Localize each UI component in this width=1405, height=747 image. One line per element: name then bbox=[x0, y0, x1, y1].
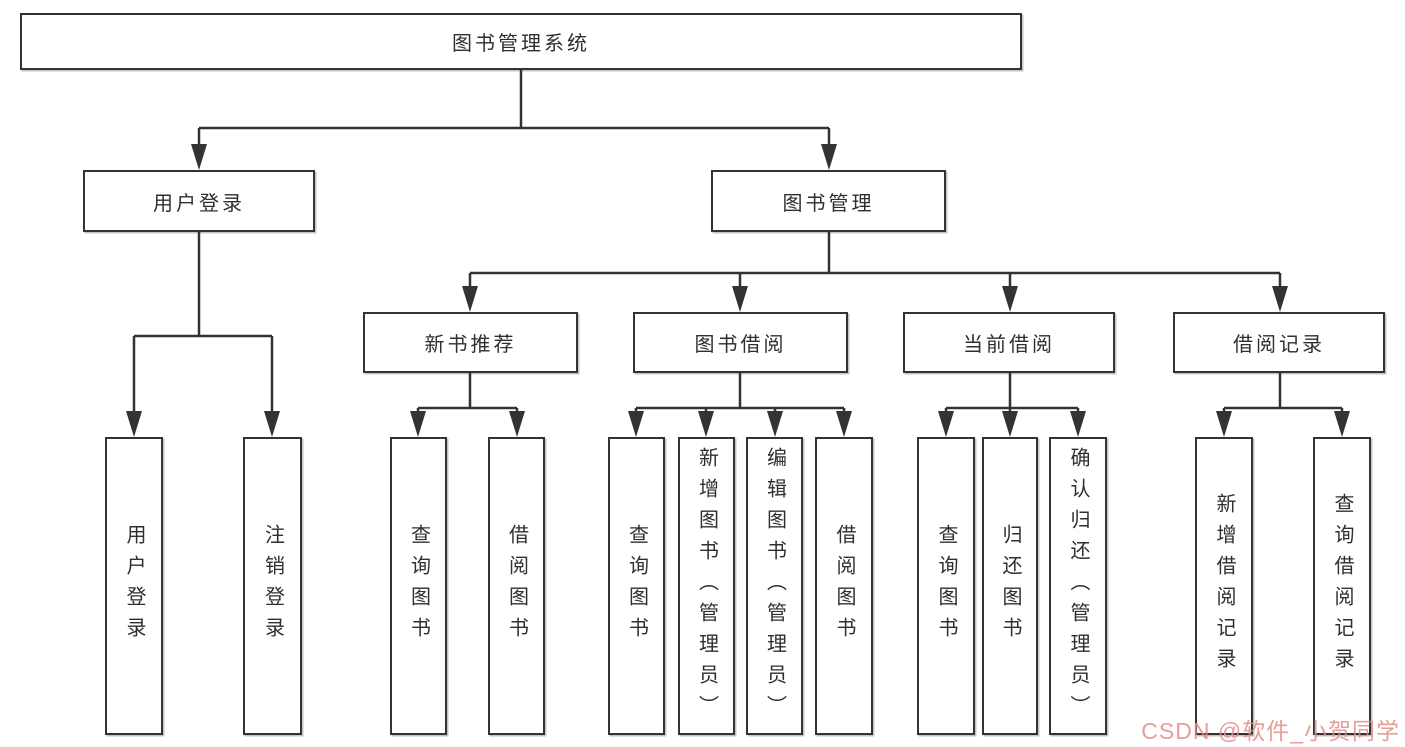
leaf-edit-book-admin: 编辑图书（管理员） bbox=[746, 437, 803, 735]
node-new-book-recommend: 新书推荐 bbox=[363, 312, 578, 373]
node-book-borrowing: 图书借阅 bbox=[633, 312, 848, 373]
leaf-borrow-books-1: 借阅图书 bbox=[488, 437, 545, 735]
leaf-borrow-books-2: 借阅图书 bbox=[815, 437, 873, 735]
connector-lines bbox=[132, 70, 1344, 414]
leaf-add-borrow-record: 新增借阅记录 bbox=[1195, 437, 1253, 735]
node-user-login: 用户登录 bbox=[83, 170, 315, 232]
leaf-query-borrow-record: 查询借阅记录 bbox=[1313, 437, 1371, 735]
leaf-query-books-2: 查询图书 bbox=[608, 437, 665, 735]
leaf-add-book-admin: 新增图书（管理员） bbox=[678, 437, 735, 735]
node-book-management: 图书管理 bbox=[711, 170, 946, 232]
connector-arrowheads bbox=[126, 144, 1350, 437]
leaf-user-login: 用户登录 bbox=[105, 437, 163, 735]
csdn-watermark: CSDN @软件_小贺同学 bbox=[1141, 718, 1400, 744]
leaf-query-books-1: 查询图书 bbox=[390, 437, 447, 735]
node-borrow-records: 借阅记录 bbox=[1173, 312, 1385, 373]
leaf-logout: 注销登录 bbox=[243, 437, 302, 735]
leaf-query-books-3: 查询图书 bbox=[917, 437, 975, 735]
node-current-borrowing: 当前借阅 bbox=[903, 312, 1115, 373]
leaf-return-book: 归还图书 bbox=[982, 437, 1038, 735]
leaf-confirm-return-admin: 确认归还（管理员） bbox=[1049, 437, 1107, 735]
node-root-system: 图书管理系统 bbox=[20, 13, 1022, 70]
